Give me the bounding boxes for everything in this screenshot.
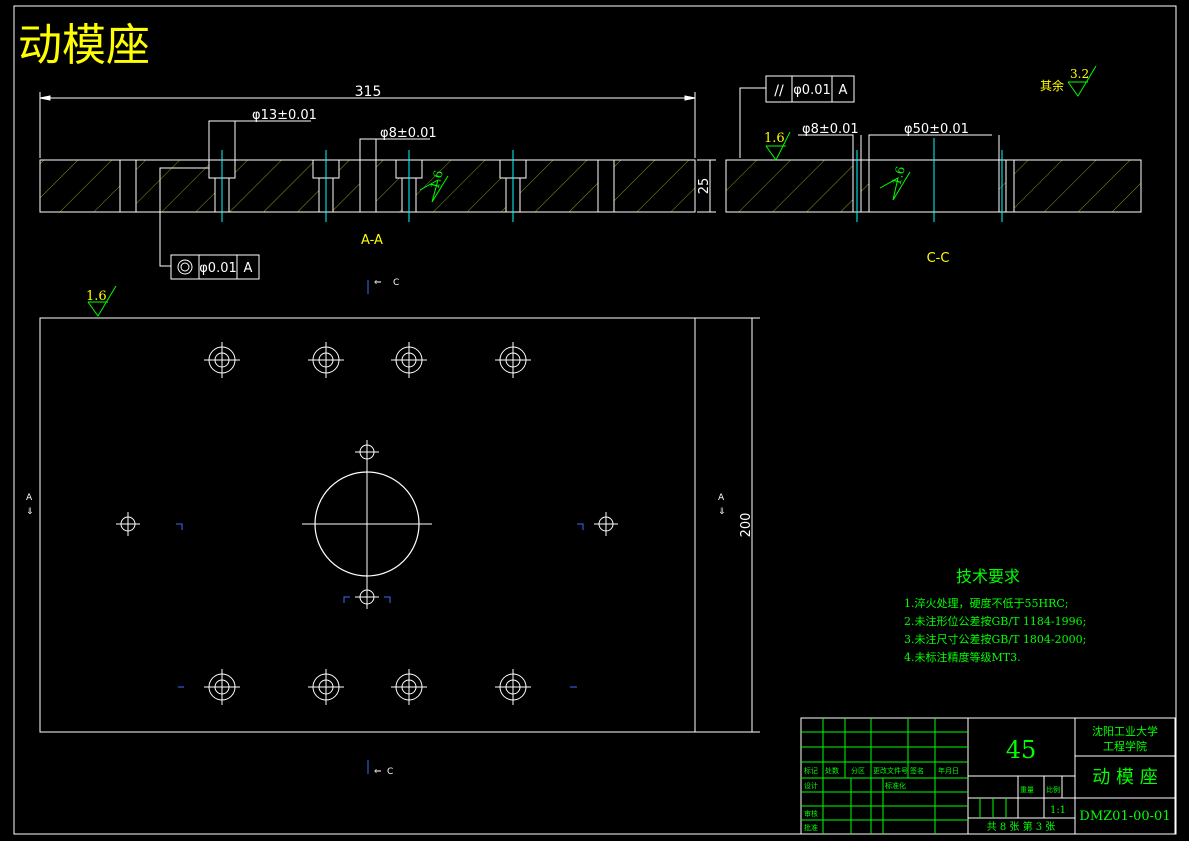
section-aa: 315 25 φ13±0.01 φ8±0.01 1.6 bbox=[39, 84, 716, 280]
roughness-cc-side: 1.6 bbox=[889, 165, 907, 187]
small-hole bbox=[116, 512, 140, 536]
tech-req-item: 1.淬火处理，硬度不低于55HRC; bbox=[904, 596, 1069, 610]
hole-dim-8: φ8±0.01 bbox=[380, 126, 437, 141]
tb-label-review: 审核 bbox=[804, 809, 818, 818]
section-mark-a-left: ⇓ bbox=[26, 507, 34, 517]
plan-outline bbox=[39, 317, 696, 733]
parallelism-symbol: // bbox=[774, 83, 784, 99]
roughness-plan: 1.6 bbox=[86, 289, 107, 304]
tech-req-heading: 技术要求 bbox=[956, 567, 1020, 586]
counterbore-hole bbox=[391, 669, 427, 705]
tb-label-mark: 标记 bbox=[804, 766, 818, 775]
dim-height-25: 25 bbox=[697, 178, 712, 195]
tb-sheets: 共 8 张 第 3 张 bbox=[987, 820, 1056, 833]
section-cc: // φ0.01 A φ8±0.01 φ50±0.01 1.6 1.6 C-C bbox=[725, 75, 1142, 266]
tb-scale: 1:1 bbox=[1050, 805, 1066, 816]
parallelism-datum: A bbox=[839, 83, 848, 98]
small-hole bbox=[594, 512, 618, 536]
tb-label-change-doc: 更改文件号 bbox=[873, 766, 908, 775]
tech-req-item: 4.未标注精度等级MT3. bbox=[904, 650, 1021, 664]
technical-requirements: 技术要求 1.淬火处理，硬度不低于55HRC; 2.未注形位公差按GB/T 11… bbox=[904, 567, 1086, 664]
concentricity-value: φ0.01 bbox=[199, 261, 237, 276]
roughness-cc-top: 1.6 bbox=[764, 131, 785, 146]
small-hole bbox=[355, 585, 379, 609]
tb-label-count: 处数 bbox=[825, 766, 839, 775]
tb-material: 45 bbox=[1006, 736, 1037, 764]
drawing-title: 动模座 bbox=[18, 20, 150, 71]
roughness-aa: 1.6 bbox=[427, 169, 445, 191]
section-mark-c-top-letter: C bbox=[393, 278, 399, 288]
counterbore-hole bbox=[495, 669, 531, 705]
tb-part-name: 动 模 座 bbox=[1092, 767, 1157, 788]
counterbore-hole bbox=[204, 342, 240, 378]
section-aa-hole bbox=[597, 159, 615, 213]
tb-label-zone: 分区 bbox=[851, 766, 865, 775]
cc-hole-dim-50: φ50±0.01 bbox=[904, 122, 969, 137]
tb-label-scale: 比例 bbox=[1046, 785, 1060, 794]
section-aa-hole bbox=[359, 159, 377, 213]
section-aa-hole bbox=[119, 159, 137, 213]
dim-length-315: 315 bbox=[355, 84, 382, 100]
section-label-aa: A-A bbox=[361, 233, 383, 248]
section-label-cc: C-C bbox=[927, 251, 950, 266]
concentricity-datum: A bbox=[244, 261, 253, 276]
dim-height-200: 200 bbox=[739, 513, 754, 538]
section-mark-a-right-letter: A bbox=[718, 493, 725, 503]
counterbore-hole bbox=[308, 669, 344, 705]
parallelism-value: φ0.01 bbox=[793, 83, 831, 98]
tb-college: 工程学院 bbox=[1103, 739, 1147, 753]
section-cc-hole bbox=[1005, 159, 1015, 213]
section-mark-c-bottom: ⇐ bbox=[374, 767, 382, 777]
tb-label-date: 年月日 bbox=[938, 766, 959, 775]
counterbore-hole bbox=[308, 342, 344, 378]
counterbore-hole bbox=[204, 669, 240, 705]
general-roughness-label: 其余 bbox=[1040, 78, 1064, 93]
tech-req-item: 3.未注尺寸公差按GB/T 1804-2000; bbox=[904, 632, 1086, 646]
general-roughness-value: 3.2 bbox=[1070, 67, 1089, 81]
drawing-frame bbox=[13, 5, 1177, 835]
tb-label-sign: 签名 bbox=[910, 766, 924, 775]
tb-label-standardize: 标准化 bbox=[885, 781, 906, 790]
tb-label-approve: 批准 bbox=[804, 823, 818, 832]
counterbore-hole bbox=[495, 342, 531, 378]
counterbore-hole bbox=[391, 342, 427, 378]
section-mark-c-top: ⇐ bbox=[374, 278, 382, 288]
title-block: 标记 处数 分区 更改文件号 签名 年月日 设计 标准化 审核 批准 重量 比例… bbox=[800, 717, 1176, 835]
section-mark-a-right: ⇓ bbox=[718, 507, 726, 517]
section-mark-c-bottom-letter: C bbox=[387, 767, 393, 777]
general-roughness: 其余 3.2 bbox=[1040, 65, 1097, 97]
tb-school: 沈阳工业大学 bbox=[1092, 724, 1158, 738]
small-hole bbox=[355, 440, 379, 464]
tb-label-design: 设计 bbox=[804, 781, 818, 790]
plan-view: 200 1.6 bbox=[26, 278, 760, 777]
cc-hole-dim-8: φ8±0.01 bbox=[802, 122, 859, 137]
tech-req-item: 2.未注形位公差按GB/T 1184-1996; bbox=[904, 614, 1086, 628]
tb-drawing-no: DMZ01-00-01 bbox=[1079, 809, 1170, 824]
hole-dim-13: φ13±0.01 bbox=[252, 108, 317, 123]
tb-label-weight: 重量 bbox=[1020, 786, 1034, 794]
section-mark-a-left-letter: A bbox=[26, 493, 33, 503]
